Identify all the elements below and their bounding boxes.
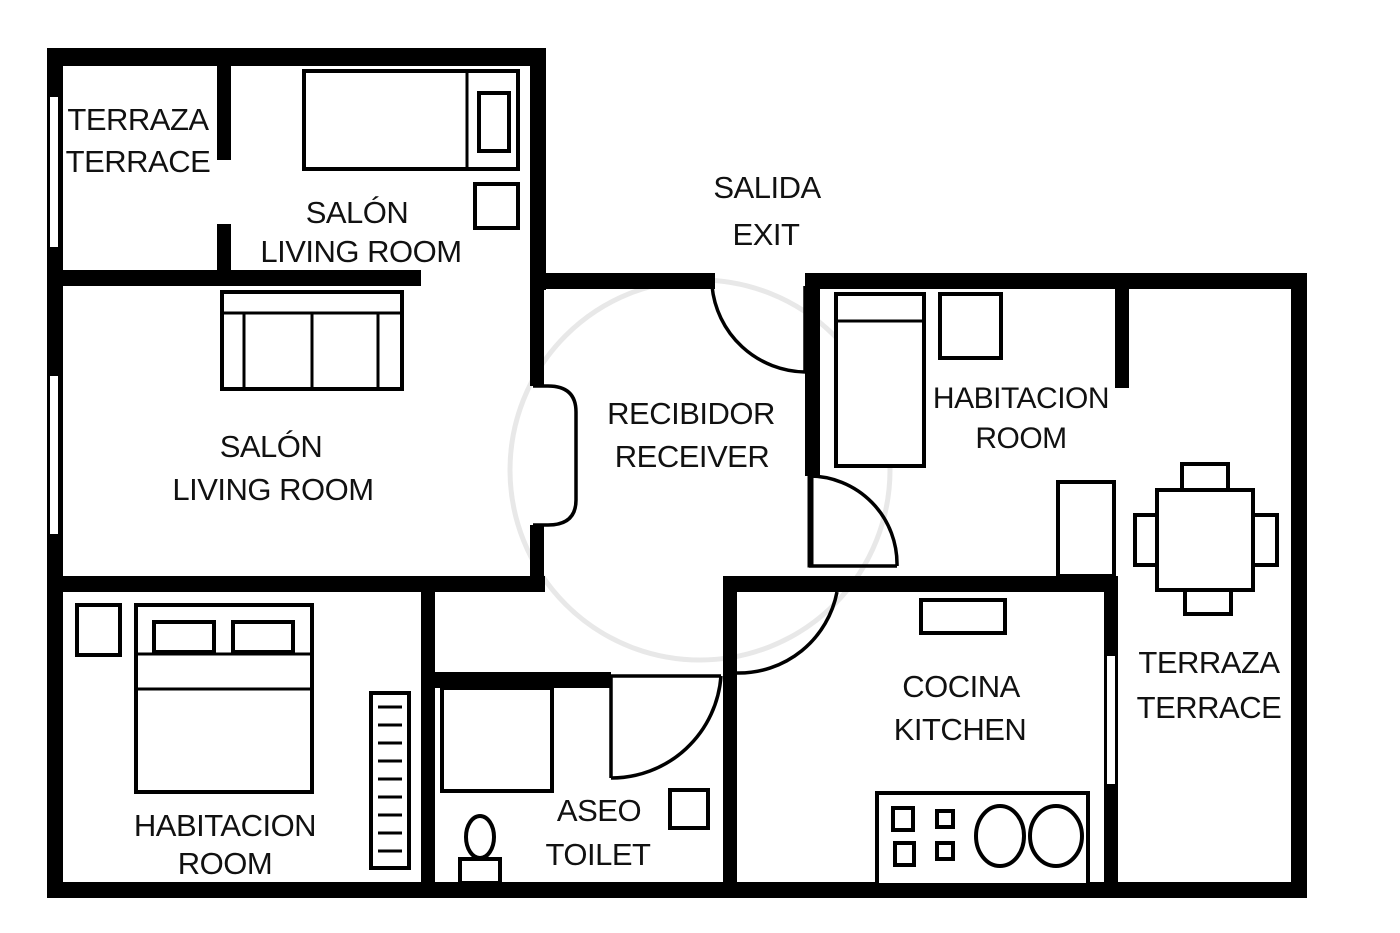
label-bedroom-left-es: HABITACION	[134, 808, 316, 843]
radiator	[369, 691, 411, 870]
sink	[668, 788, 710, 830]
label-exit-es: SALIDA	[713, 170, 821, 205]
entrance-door-swing[interactable]	[710, 285, 806, 374]
stove-burner-left	[974, 804, 1026, 868]
window-terrace-left	[48, 95, 60, 249]
wall-niche	[533, 384, 578, 527]
wardrobe	[1056, 480, 1116, 578]
label-kitchen-en: KITCHEN	[894, 712, 1027, 747]
label-receiver-en: RECEIVER	[615, 439, 769, 474]
side-table-top	[473, 182, 520, 230]
label-bedroom-right-es: HABITACION	[933, 382, 1109, 415]
label-bedroom-left-en: ROOM	[178, 846, 272, 881]
shower	[440, 686, 554, 793]
windows	[48, 95, 1117, 786]
label-terrace-top-en: TERRACE	[66, 144, 211, 179]
wc	[464, 814, 496, 860]
chair-bottom	[1183, 588, 1233, 616]
toilet-door-swing[interactable]	[610, 675, 723, 780]
label-terrace-right-es: TERRAZA	[1138, 645, 1280, 680]
label-kitchen-es: COCINA	[902, 669, 1020, 704]
nightstand	[75, 603, 122, 657]
chair-right	[1251, 513, 1279, 567]
room-labels: TERRAZA TERRACE SALÓN LIVING ROOM SALÓN …	[66, 102, 1282, 881]
bedroom-right-door-swing[interactable]	[808, 474, 899, 567]
window-living-left	[48, 374, 60, 536]
kitchen-door-swing[interactable]	[736, 591, 839, 675]
kitchen-appliance	[919, 598, 1007, 635]
dining-table	[1155, 488, 1255, 592]
single-bed	[834, 292, 926, 468]
label-toilet-en: TOILET	[546, 837, 652, 872]
stove-burner-right	[1028, 804, 1084, 868]
label-living-main-es: SALÓN	[220, 429, 323, 464]
label-toilet-es: ASEO	[557, 793, 641, 828]
label-living-top-es: SALÓN	[306, 195, 409, 230]
label-terrace-right-en: TERRACE	[1137, 690, 1282, 725]
walls	[47, 48, 1307, 898]
chair-left	[1133, 513, 1159, 567]
label-bedroom-right-en: ROOM	[975, 422, 1066, 455]
label-receiver-es: RECIBIDOR	[607, 396, 775, 431]
label-living-main-en: LIVING ROOM	[172, 472, 373, 507]
chair-top	[1180, 462, 1230, 492]
label-exit-en: EXIT	[733, 217, 800, 252]
desk	[938, 292, 1003, 360]
label-living-top-en: LIVING ROOM	[260, 234, 461, 269]
furniture	[75, 69, 1279, 887]
label-terrace-top-es: TERRAZA	[67, 102, 209, 137]
doors	[609, 285, 899, 780]
window-kitchen-right	[1105, 654, 1117, 786]
